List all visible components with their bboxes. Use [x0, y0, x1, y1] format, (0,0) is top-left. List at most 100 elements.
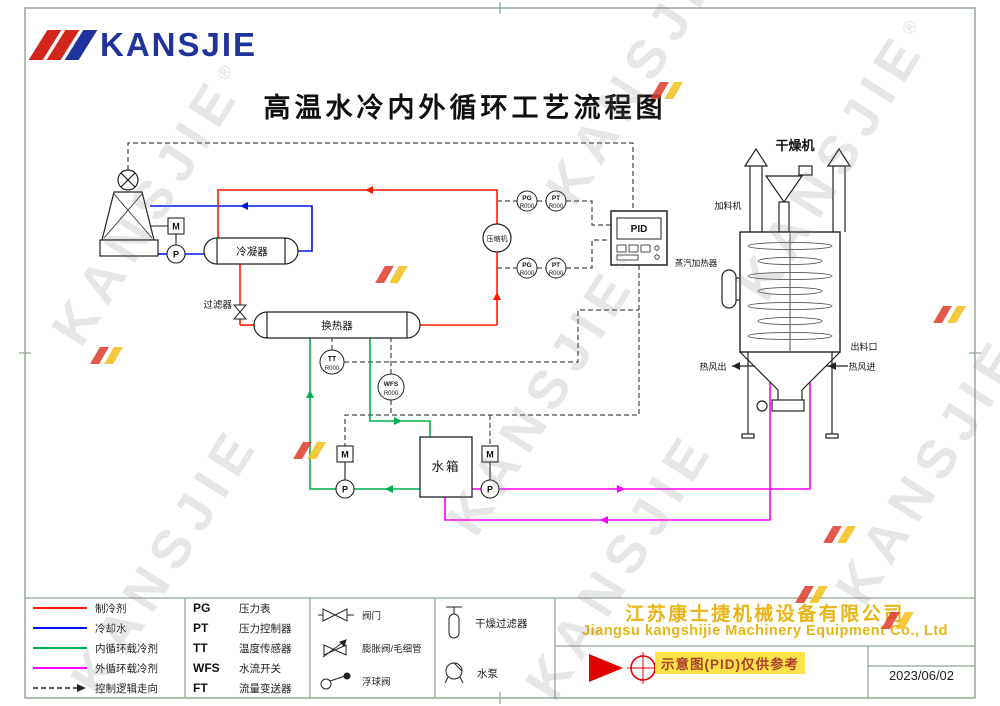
- instrument-name: 温度传感器: [239, 642, 292, 655]
- legend-line-types: 制冷剂 冷却水 内循环载冷剂 外循环载冷剂 控制逻辑走向: [25, 598, 185, 698]
- hot-air-out-arrow: [732, 362, 740, 370]
- water-pump-icon: [444, 662, 464, 684]
- flow-arrow: [493, 292, 501, 300]
- line-sample: [33, 647, 87, 649]
- water-tank: [419, 436, 473, 498]
- motor-label: M: [486, 450, 494, 460]
- flow-arrow: [306, 390, 314, 398]
- legend-row: TT 温度传感器: [185, 638, 310, 658]
- legend-table: 制冷剂 冷却水 内循环载冷剂 外循环载冷剂 控制逻辑走向: [25, 598, 975, 698]
- tag-label: R000: [325, 366, 340, 372]
- line-sample: [33, 627, 87, 629]
- steam-heater-label: 蒸汽加热器: [675, 258, 718, 268]
- legend-line-label: 制冷剂: [95, 602, 127, 615]
- drier-filter-icon: [446, 606, 462, 639]
- hot-air-in-arrow: [828, 362, 836, 370]
- legend-row: WFS 水流开关: [185, 658, 310, 678]
- control-logic-lines: [127, 142, 640, 446]
- valve-name: 阀门: [362, 610, 382, 622]
- legend-row: 膨胀阀/毛细管: [310, 631, 435, 664]
- tag-label: R000: [520, 271, 535, 277]
- legend-row: 控制逻辑走向: [25, 678, 185, 698]
- dryer-label: 干燥机: [775, 138, 814, 153]
- legend-row: 制冷剂: [25, 598, 185, 618]
- compressor-label: 压缩机: [487, 234, 508, 243]
- legend-row: 干燥过滤器: [435, 598, 555, 648]
- equipment-name: 水泵: [477, 667, 498, 680]
- pg-label: PG: [522, 262, 531, 269]
- valve-name: 浮球阀: [362, 677, 391, 689]
- flow-arrow: [600, 516, 608, 524]
- legend-row: 外循环载冷剂: [25, 658, 185, 678]
- water-tank-label: 水箱: [431, 459, 460, 474]
- external-pump: [480, 445, 500, 499]
- discharge-port-label: 出料口: [850, 341, 877, 352]
- instrument-abbr: PG: [193, 601, 211, 615]
- pg-label: PG: [522, 195, 531, 202]
- expansion-valve-icon: [322, 639, 347, 658]
- legend-row: FT 流量变送器: [185, 678, 310, 698]
- instrument-name: 压力表: [239, 602, 271, 615]
- title-block: 江苏康士捷机械设备有限公司 Jiangsu kangshijie Machine…: [555, 598, 975, 698]
- instrument-name: 压力控制器: [239, 622, 292, 635]
- legend-line-label: 控制逻辑走向: [95, 682, 158, 695]
- filter-valve-icon: [232, 304, 248, 320]
- valve-icon: [318, 607, 354, 622]
- internal-pump: [335, 445, 355, 499]
- valve-name: 膨胀阀/毛细管: [362, 643, 422, 655]
- compressor: [482, 223, 512, 253]
- motor-label: M: [341, 450, 349, 460]
- kansjie-logo: KANSJIE: [28, 26, 258, 64]
- instrument-abbr: WFS: [193, 661, 220, 675]
- cooling-tower: [99, 169, 159, 257]
- legend-valve-symbols: 阀门 膨胀阀/毛细管 浮球阀: [310, 598, 435, 698]
- logo-text: KANSJIE: [100, 26, 258, 63]
- float-valve-icon: [320, 672, 351, 690]
- flow-arrow: [385, 485, 393, 493]
- cooling-water-pump: [150, 217, 186, 264]
- instrument-abbr: TT: [193, 641, 208, 655]
- pump-label: P: [173, 250, 179, 260]
- instrument-abbr: FT: [193, 681, 208, 695]
- external-coolant-lines: [444, 382, 811, 521]
- dryer: [721, 147, 852, 439]
- refrigerant-lines: [217, 189, 498, 326]
- legend-row: 浮球阀: [310, 665, 435, 698]
- instrument-abbr: PT: [193, 621, 209, 635]
- pt-label: PT: [552, 262, 560, 269]
- pid-label: PID: [631, 224, 648, 235]
- motor-label: M: [172, 222, 180, 232]
- flow-arrow: [240, 202, 248, 210]
- heat-exchanger-label: 换热器: [321, 319, 353, 332]
- instrument-name: 水流开关: [239, 662, 281, 675]
- tag-label: R000: [384, 391, 399, 397]
- dashed-arrow-sample: [33, 684, 86, 692]
- pid-controller: [610, 210, 668, 266]
- condenser: [203, 237, 299, 265]
- pump-label: P: [487, 485, 493, 495]
- legend-row: 水泵: [435, 648, 555, 698]
- wfs-label: WFS: [384, 381, 399, 388]
- company-name-cn: 江苏康士捷机械设备有限公司: [625, 604, 905, 625]
- hot-air-in-label: 热风进: [848, 361, 875, 372]
- line-sample: [33, 607, 87, 609]
- hot-air-out-label: 热风出: [699, 361, 726, 372]
- legend-row: 内循环载冷剂: [25, 638, 185, 658]
- feeder-label: 加料机: [714, 200, 741, 211]
- legend-line-label: 冷却水: [95, 622, 127, 635]
- page-title: 高温水冷内外循环工艺流程图: [263, 93, 667, 123]
- legend-row: 冷却水: [25, 618, 185, 638]
- legend-equipment-symbols: 干燥过滤器 水泵: [435, 598, 555, 698]
- flow-arrow: [617, 485, 625, 493]
- tag-label: R000: [520, 204, 535, 210]
- instrument-bubbles: [319, 190, 567, 401]
- instrument-name: 流量变送器: [239, 682, 292, 695]
- pump-label: P: [342, 485, 348, 495]
- logo-slash-icon: [28, 30, 98, 60]
- equipment-name: 干燥过滤器: [475, 617, 528, 630]
- tag-label: R000: [549, 271, 564, 277]
- legend-line-label: 外循环载冷剂: [95, 662, 158, 675]
- flow-arrow: [365, 186, 373, 194]
